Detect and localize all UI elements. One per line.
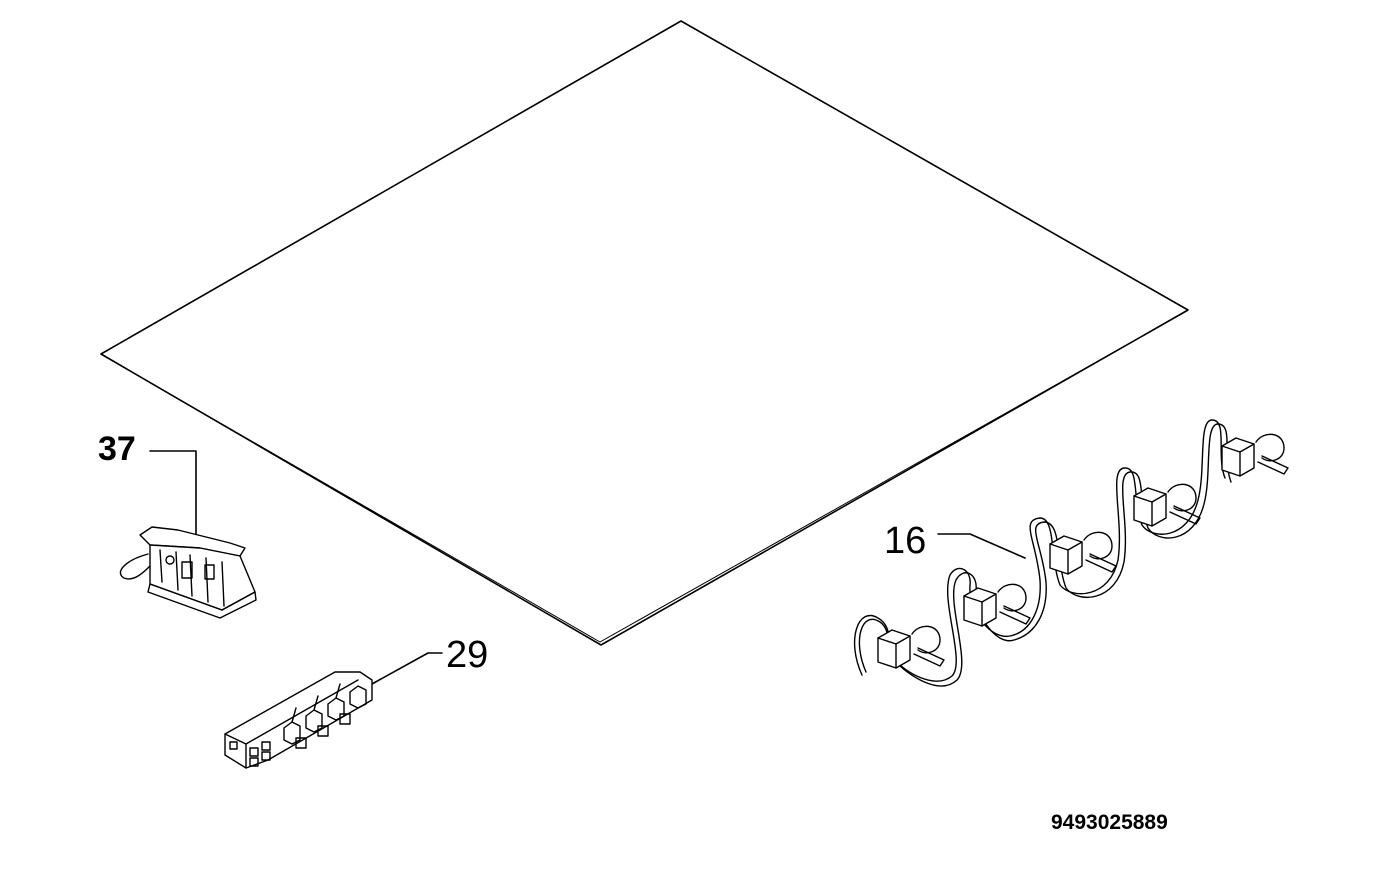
hob-top-plate-edge [103, 311, 1186, 643]
callout-label-29: 29 [446, 634, 489, 676]
diagram-reference-number: 9493025889 [1051, 811, 1168, 834]
callout-label-16: 16 [884, 520, 927, 562]
microswitch-4 [1133, 483, 1201, 527]
leader-line-16 [937, 533, 1026, 559]
microswitch-3 [1049, 531, 1117, 575]
callout-label-37: 37 [98, 430, 136, 468]
switch-harness-part [853, 419, 1289, 687]
ignition-generator-part [224, 671, 373, 769]
hob-top-plate [100, 20, 1189, 646]
microswitch-1 [877, 625, 945, 669]
leader-line-37 [149, 450, 197, 536]
leader-line-29 [371, 652, 443, 685]
microswitch-5 [1221, 433, 1289, 477]
terminal-block-part [119, 526, 257, 619]
microswitch-2 [963, 583, 1031, 627]
